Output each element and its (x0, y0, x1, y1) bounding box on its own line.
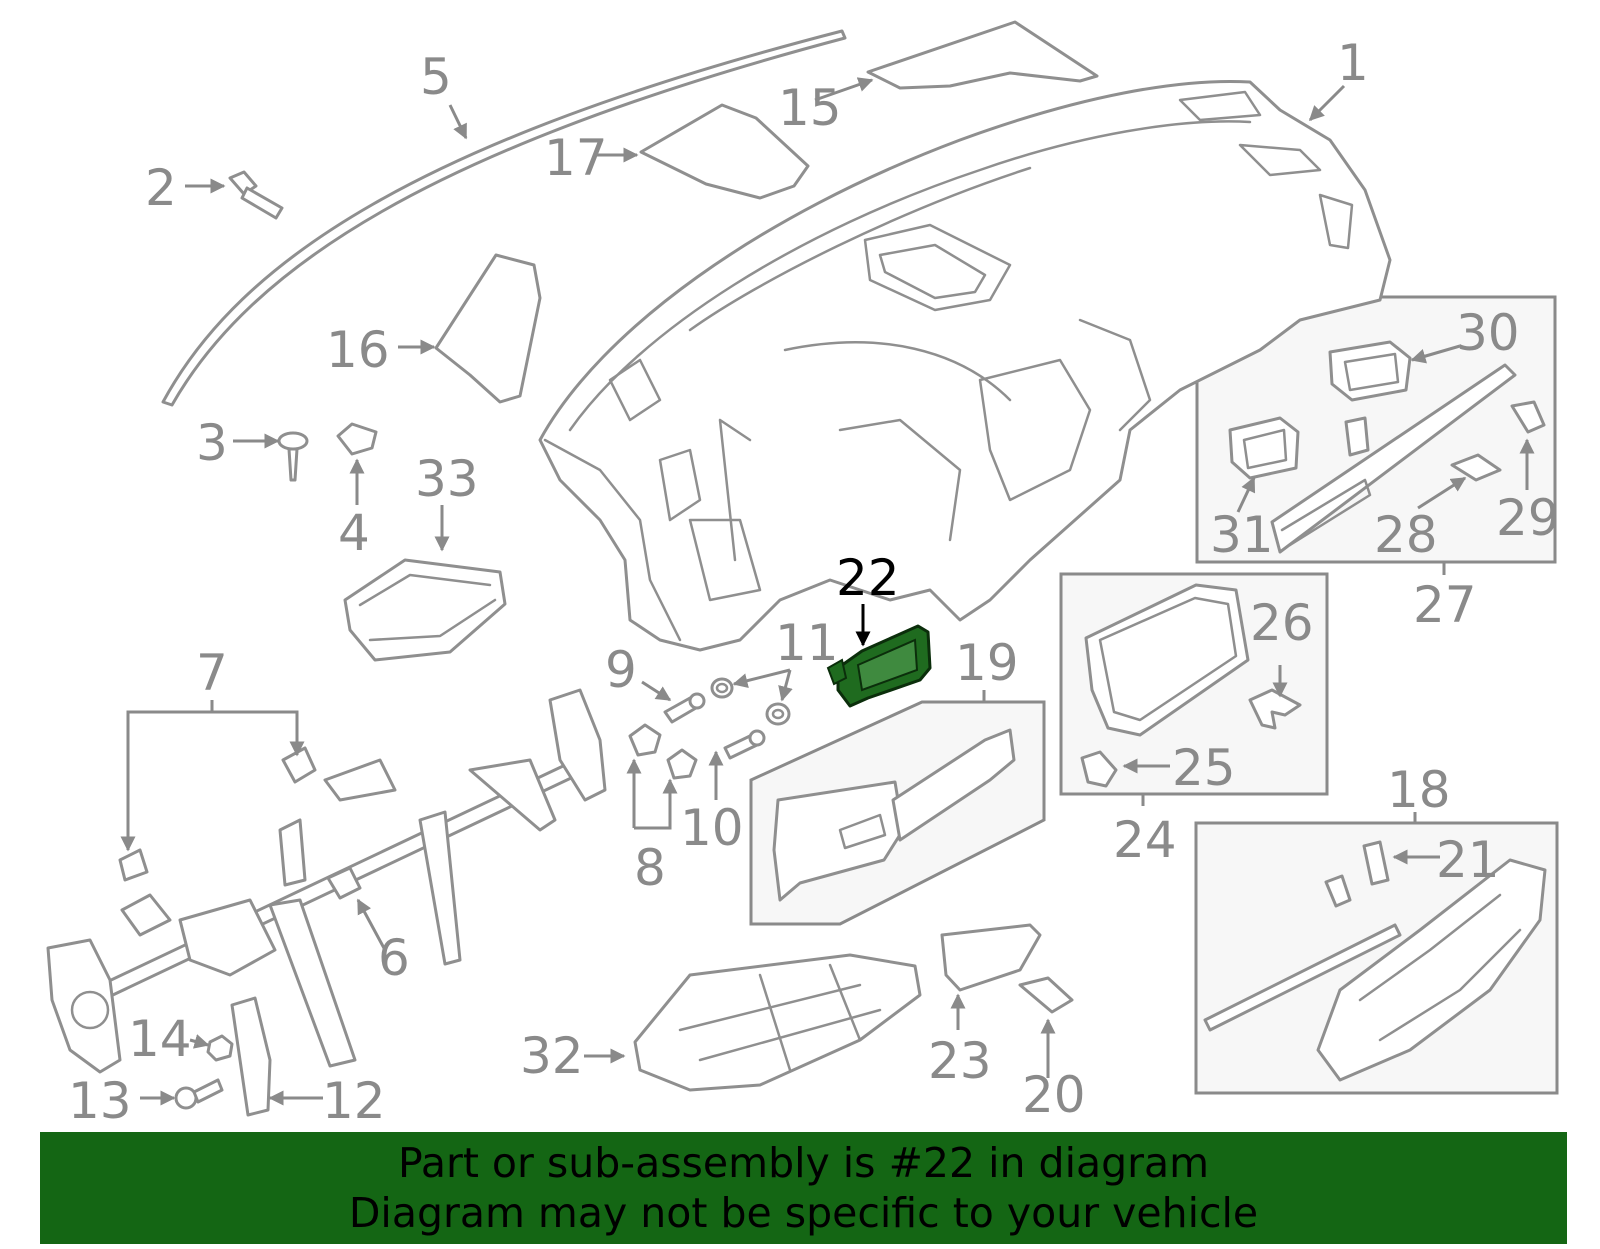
callout-5: 5 (420, 48, 452, 106)
callout-12: 12 (322, 1072, 386, 1130)
callout-27: 27 (1413, 576, 1477, 634)
callout-31: 31 (1210, 506, 1274, 564)
callout-14: 14 (128, 1010, 192, 1068)
callout-21: 21 (1436, 831, 1500, 889)
callout-labels: 1 2 3 4 5 6 7 8 9 10 11 12 13 14 15 16 1… (68, 34, 1560, 1130)
part-9-bolt (663, 692, 706, 724)
part-27-trim-strip (1270, 363, 1517, 554)
callout-19: 19 (955, 634, 1019, 692)
callout-28: 28 (1374, 506, 1438, 564)
part-14-nut (206, 1034, 234, 1062)
part-24-display-bezel (1084, 583, 1250, 737)
part-1-instrument-panel (538, 79, 1392, 652)
part-30-air-vent (1328, 340, 1412, 402)
callout-20: 20 (1022, 1066, 1086, 1124)
callout-32: 32 (520, 1027, 584, 1085)
callout-6: 6 (378, 929, 410, 987)
part-6-bracket (326, 866, 362, 900)
callout-7: 7 (196, 644, 228, 702)
callout-13: 13 (68, 1072, 132, 1130)
part-25-clip (1080, 750, 1118, 788)
part-13-bolt (174, 1078, 224, 1110)
part-4-clip-nut (336, 422, 378, 456)
part-11-grommet-upper (710, 677, 734, 699)
part-15-top-panel (866, 20, 1099, 90)
part-8-clips (628, 723, 698, 780)
part-19-glove-box-assembly (772, 728, 1016, 902)
callout-17: 17 (544, 129, 608, 187)
leader-lines (120, 77, 1535, 1106)
callout-1: 1 (1337, 34, 1369, 92)
part-11-grommet-lower (765, 702, 791, 726)
callout-23: 23 (928, 1032, 992, 1090)
part-22-storage-compartment (826, 624, 932, 708)
banner-line-2: Diagram may not be specific to your vehi… (348, 1189, 1259, 1237)
callout-11: 11 (775, 614, 839, 672)
part-10-bolt (723, 729, 766, 760)
callout-22: 22 (836, 549, 900, 607)
callout-3: 3 (196, 414, 228, 472)
part-18-trim-bar (1203, 923, 1402, 1032)
callout-26: 26 (1250, 594, 1314, 652)
part-12-bracket (230, 996, 272, 1117)
callout-29: 29 (1496, 489, 1560, 547)
callout-4: 4 (338, 504, 370, 562)
part-3-screw (277, 431, 309, 482)
callout-33: 33 (415, 450, 479, 508)
callout-10: 10 (680, 799, 744, 857)
part-33-airbag-module (343, 558, 507, 662)
part-29-clip (1510, 400, 1546, 434)
part-5-trim-strip (161, 29, 847, 407)
callout-9: 9 (605, 641, 637, 699)
callout-25: 25 (1172, 739, 1236, 797)
part-30-31-small-clip (1344, 416, 1370, 457)
part-18-latch (1324, 874, 1352, 908)
callout-30: 30 (1456, 304, 1520, 362)
banner-line-1: Part or sub-assembly is #22 in diagram (397, 1139, 1210, 1187)
callout-24: 24 (1113, 811, 1177, 869)
part-2-bolt (228, 170, 284, 220)
part-16-side-trim (434, 253, 542, 404)
part-20-bracket (1018, 976, 1074, 1014)
part-17-cover (639, 103, 810, 200)
part-23-handle (940, 923, 1042, 992)
part-32-undercover (633, 953, 922, 1092)
info-banner: Part or sub-assembly is #22 in diagram D… (40, 1132, 1567, 1244)
callout-16: 16 (326, 321, 390, 379)
callout-15: 15 (778, 79, 842, 137)
part-21-damper (1362, 840, 1390, 886)
callout-18: 18 (1387, 761, 1451, 819)
part-28-clip (1450, 453, 1502, 482)
part-31-air-vent (1228, 416, 1300, 480)
part-18-glove-box-door (1316, 858, 1547, 1082)
callout-2: 2 (145, 159, 177, 217)
callout-8: 8 (634, 839, 666, 897)
